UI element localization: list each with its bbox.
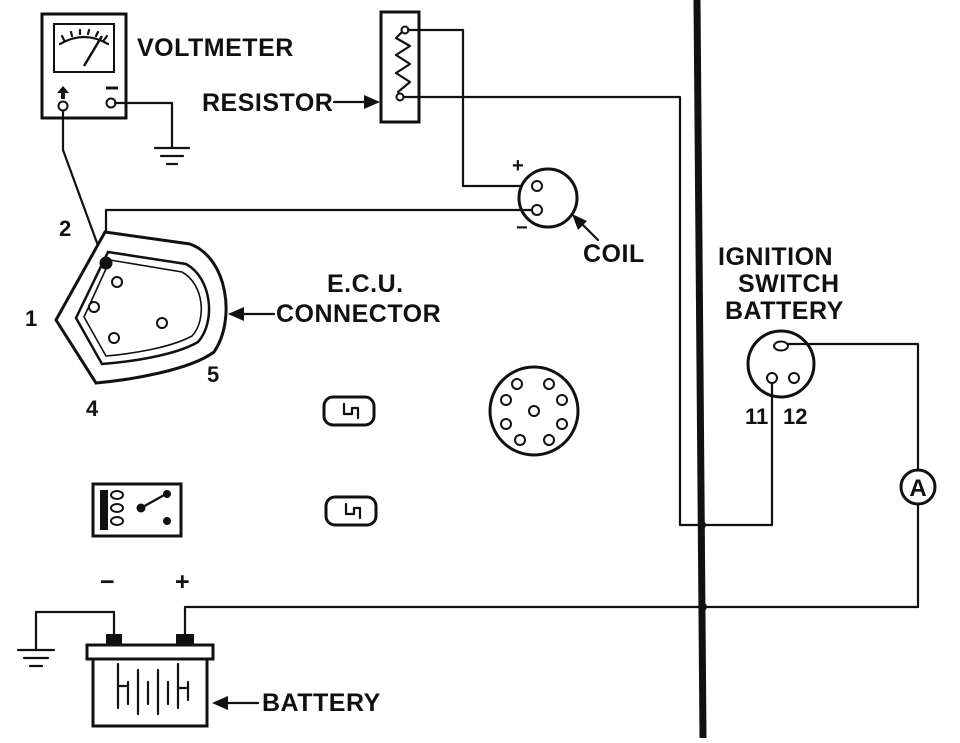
ecu-connector [54,230,228,385]
ecu-pin-3 [111,276,123,288]
coil-body [517,167,579,229]
ecu-pin-4-number: 4 [86,396,99,421]
resistor-body [379,10,421,124]
ecu-pin-2-number: 2 [59,216,71,241]
voltmeter-lead-wire [61,109,106,264]
voltmeter-positive-terminal [57,100,69,112]
harness-junction-upper [698,521,706,529]
ammeter [899,468,937,506]
ignition-pin-12-number: 12 [783,404,807,429]
ignition-pin-top [773,340,789,352]
battery-minus-sign: − [100,568,115,596]
battery-case [91,657,209,728]
ecu-pin-5 [156,317,168,329]
voltmeter-plus-arrow-icon [57,86,69,99]
resistor-to-harness-wire [402,95,702,527]
ignition-label-line2: SWITCH [738,270,840,298]
voltmeter-scale [58,35,110,46]
battery-pointer-arrow-icon [212,696,260,710]
ecu-pin-4 [108,332,120,344]
ignition-label-line3: BATTERY [725,297,844,325]
coil-label: COIL [583,240,645,268]
battery-positive-post [176,634,194,646]
coil-plus-sign: + [512,155,524,177]
resistor-to-coil-wire [406,28,538,188]
ignition-to-ammeter-wire [786,342,920,472]
resistor [379,10,421,124]
ammeter-label: A [909,475,926,502]
voltmeter [40,12,128,120]
bulkhead-line [693,0,707,739]
ecu-label-line1: E.C.U. [327,270,404,298]
battery [85,634,215,728]
ammeter-to-battery-wire [183,502,920,638]
voltmeter-label: VOLTMETER [137,34,294,62]
battery-plus-sign: + [175,568,190,596]
voltmeter-needle [82,35,104,67]
voltmeter-ground-icon [113,101,191,166]
coil-minus-sign: − [516,217,528,239]
ecu-pin-2 [99,256,113,270]
ecu-pin-5-number: 5 [207,362,219,387]
round-multipin-connector [488,365,580,457]
resistor-pointer-arrow-icon [332,95,380,109]
coil-pointer-arrow-icon [572,214,600,242]
resistor-label: RESISTOR [202,89,333,117]
battery-ground-icon [16,610,116,668]
relay [91,482,183,538]
ignition-pin-11 [766,372,778,384]
ignition-label-line1: IGNITION [718,243,833,271]
coil-negative-terminal [531,204,543,216]
ignition-pin-12 [788,372,800,384]
ecu-label-line2: CONNECTOR [276,300,441,328]
battery-negative-post [106,634,122,646]
small-connector-bottom [324,495,378,527]
small-connector-top [322,395,376,427]
coil [517,167,579,229]
ignition-pin-11-number: 11 [745,404,768,429]
battery-label: BATTERY [262,689,381,717]
ammeter-body [899,468,937,506]
ignition-to-harness-wire [698,381,774,527]
ecu-pin-1 [88,301,100,313]
ecu-pin-1-number: 1 [25,306,37,331]
ignition-switch-connector [746,329,816,399]
ecu-pointer-arrow-icon [228,307,276,321]
resistor-coil-icon [394,28,412,94]
coil-positive-terminal [531,180,543,192]
battery-top [85,643,215,661]
harness-junction-lower [699,603,707,611]
